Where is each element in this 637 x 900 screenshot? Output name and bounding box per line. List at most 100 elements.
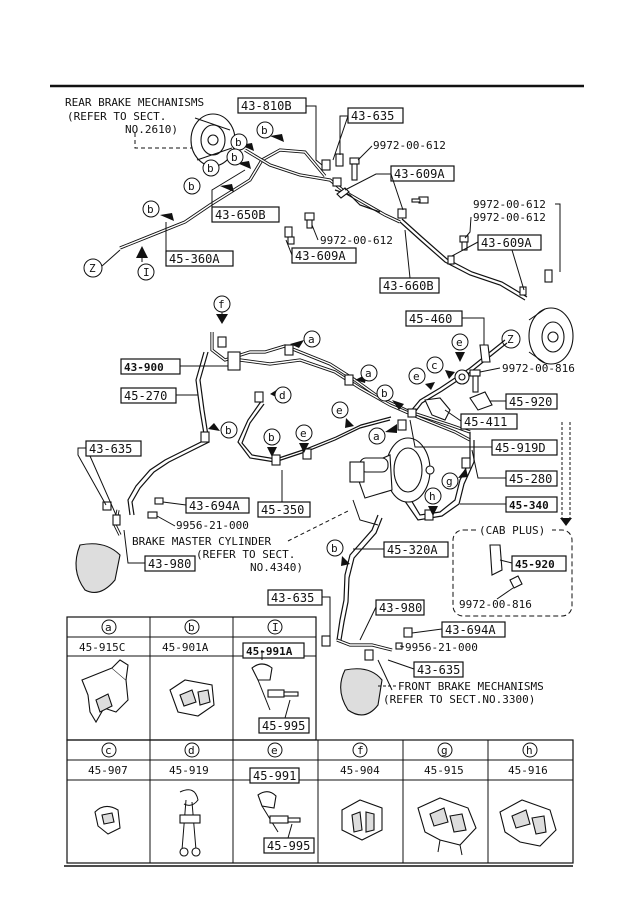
legend-letter: d: [188, 744, 195, 757]
label-43-635-left: 43-635: [89, 442, 132, 456]
legend-cell-d: d 45-919: [169, 742, 209, 857]
marker-b: b: [225, 424, 232, 437]
label-9956-21-000-b: 9956-21-000: [405, 641, 478, 654]
clip-part: [321, 159, 331, 171]
label-9972-00-612-c: 9972-00-612: [473, 198, 546, 211]
legend-part: 45-907: [88, 764, 128, 777]
legend-cell-c: c 45-907: [88, 742, 128, 835]
marker-b: b: [331, 542, 338, 555]
legend-cell-b: b 45-901A: [162, 619, 215, 717]
legend-cell-h: h 45-916: [499, 742, 557, 847]
front-label-line2: (REFER TO SECT.NO.3300): [383, 693, 535, 706]
label-43-694A-a: 43-694A: [189, 499, 240, 513]
marker-z-text: Z: [89, 262, 96, 275]
marker-a: a: [373, 430, 380, 443]
label-43-810B: 43-810B: [241, 99, 292, 113]
master-label-line1: BRAKE MASTER CYLINDER: [132, 535, 271, 548]
marker-e: e: [336, 404, 343, 417]
label-45-919D: 45-919D: [495, 441, 546, 455]
label-45-350: 45-350: [261, 503, 304, 517]
clip-part: [284, 226, 295, 245]
marker-e: e: [300, 427, 307, 440]
marker-e: e: [456, 336, 463, 349]
legend-letter: b: [188, 621, 195, 634]
legend-part: 45-901A: [162, 641, 209, 654]
bolt-icon: [519, 269, 553, 296]
marker-e: e: [413, 370, 420, 383]
legend-cell-g: g 45-915: [417, 742, 477, 856]
label-45-270: 45-270: [124, 389, 167, 403]
clip-45-916-icon: [499, 799, 557, 847]
marker-i-rear: [137, 263, 155, 281]
marker-b: b: [261, 124, 268, 137]
legend-part: 45-916: [508, 764, 548, 777]
marker-b: b: [188, 180, 195, 193]
label-45-920-a: 45-920: [509, 395, 552, 409]
label-9972-00-612-a: 9972-00-612: [373, 139, 446, 152]
legend-part: 45-991: [253, 769, 296, 783]
marker-c: c: [431, 359, 438, 372]
legend-letter: e: [271, 744, 278, 757]
label-45-280: 45-280: [509, 472, 552, 486]
front-brake-disc-icon: [528, 307, 574, 365]
legend-part: 45-919: [169, 764, 209, 777]
marker-b: b: [235, 136, 242, 149]
legend-part: 45-915: [424, 764, 464, 777]
arrow-b-1: [270, 134, 284, 142]
legend-cell-a: a 45-915C: [79, 619, 129, 724]
master-cylinder-booster-icon: [349, 437, 435, 526]
legend-part: 45-915C: [79, 641, 125, 654]
front-label-line1: FRONT BRAKE MECHANISMS: [398, 680, 544, 693]
clip-45-915-icon: [417, 797, 477, 856]
label-45-340: 45-340: [509, 499, 549, 512]
marker-b: b: [381, 387, 388, 400]
clip-45-991-icon: [257, 791, 301, 833]
legend-part2: 45-995: [262, 719, 305, 733]
legend-cell-f: f 45-904: [340, 742, 383, 841]
label-43-694A-b: 43-694A: [445, 623, 496, 637]
label-45-360A: 45-360A: [169, 252, 220, 266]
label-43-635-mid: 43-635: [271, 591, 314, 605]
marker-h: h: [429, 490, 436, 503]
bolt-icon: [147, 497, 164, 519]
label-43-609A-b: 43-609A: [295, 249, 346, 263]
marker-b: b: [207, 162, 214, 175]
rear-label-line3: NO.2610): [125, 123, 178, 136]
clip-45-901a-icon: [169, 679, 215, 717]
marker-g: g: [446, 475, 453, 488]
marker-z-text: Z: [507, 333, 514, 346]
marker-b: b: [147, 203, 154, 216]
legend-part2: 45-995: [267, 839, 310, 853]
master-label-line2: (REFER TO SECT.: [196, 548, 295, 561]
legend-letter: g: [441, 744, 448, 757]
bolt-icon: [469, 369, 481, 393]
bolt-icon: [447, 235, 469, 265]
legend-letter: c: [105, 744, 112, 757]
clip-45-907-icon: [94, 805, 121, 835]
clip-45-991a-icon: [251, 650, 299, 711]
marker-z-rear: [83, 258, 103, 278]
marker-b: b: [231, 151, 238, 164]
rear-brake-drum-icon: [190, 113, 236, 167]
bracket-icon: [489, 544, 523, 589]
label-45-320A: 45-320A: [387, 543, 438, 557]
rear-brake-mechanism-label: REAR BRAKE MECHANISMS (REFER TO SECT. NO…: [65, 96, 204, 136]
marker-a: a: [365, 367, 372, 380]
legend-cell-e: e 45-991 45-995: [249, 742, 315, 854]
master-cylinder-label: BRAKE MASTER CYLINDER (REFER TO SECT. NO…: [132, 535, 303, 574]
marker-d: d: [279, 389, 286, 402]
label-43-609A-c: 43-609A: [481, 236, 532, 250]
legend-part: 45-904: [340, 764, 380, 777]
clip-45-904-icon: [341, 799, 383, 841]
legend-letter: h: [526, 744, 533, 757]
left-brake-icon: [75, 543, 121, 593]
legend-part: 45-991A: [246, 645, 293, 658]
label-43-900: 43-900: [124, 361, 164, 374]
front-left-brake-icon: [340, 659, 393, 716]
marker-a: a: [308, 333, 315, 346]
label-45-411: 45-411: [464, 415, 507, 429]
clip-part: [112, 514, 121, 526]
label-43-980-b: 43-980: [379, 601, 422, 615]
label-43-650B: 43-650B: [215, 208, 266, 222]
